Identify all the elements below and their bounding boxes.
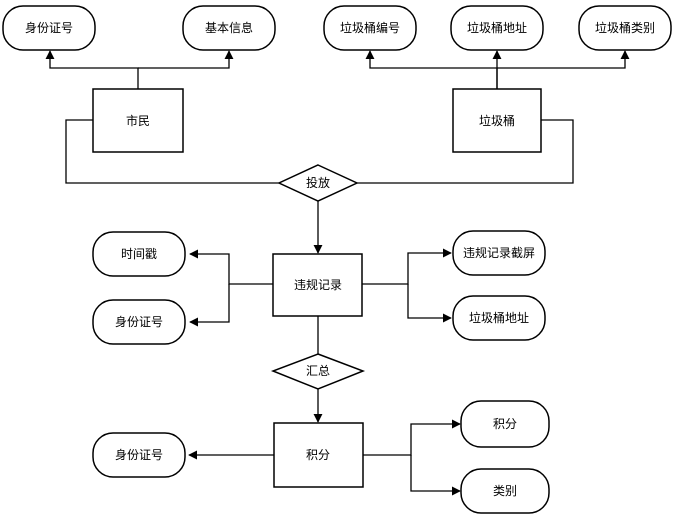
attr-citizen-id-label: 身份证号 bbox=[25, 20, 73, 35]
attr-record-timestamp: 时间戳 bbox=[92, 231, 186, 277]
attr-citizen-basic-info: 基本信息 bbox=[182, 5, 276, 51]
relation-dispose-label: 投放 bbox=[306, 175, 330, 190]
edge-points-category bbox=[410, 455, 461, 496]
connectors bbox=[45, 50, 630, 496]
attr-record-screenshot: 违规记录截屏 bbox=[452, 230, 546, 276]
attr-record-bin-address: 垃圾桶地址 bbox=[452, 295, 546, 341]
attr-bin-number: 垃圾桶编号 bbox=[323, 5, 417, 51]
attr-points-category-label: 类别 bbox=[493, 484, 517, 498]
attr-bin-category-label: 垃圾桶类别 bbox=[595, 20, 655, 35]
edge-citizen-dispose bbox=[65, 119, 279, 184]
edge-record-id bbox=[189, 284, 230, 327]
edge-bin-number bbox=[365, 50, 498, 89]
attr-citizen-id: 身份证号 bbox=[2, 5, 96, 51]
attr-record-id-label: 身份证号 bbox=[115, 314, 163, 329]
attr-points-value-label: 积分 bbox=[493, 417, 517, 431]
attr-bin-category: 垃圾桶类别 bbox=[578, 5, 672, 51]
attr-record-screenshot-label: 违规记录截屏 bbox=[463, 245, 535, 260]
relation-nodes: 投放 汇总 bbox=[270, 164, 366, 390]
edge-citizen-id bbox=[45, 50, 139, 89]
edge-bin-dispose bbox=[357, 119, 574, 184]
entity-trash-bin-label: 垃圾桶 bbox=[479, 113, 515, 128]
entity-nodes: 市民 垃圾桶 违规记录 积分 bbox=[92, 88, 542, 488]
entity-violation-record: 违规记录 bbox=[272, 253, 363, 317]
edge-record-timestamp bbox=[189, 249, 273, 285]
attr-bin-number-label: 垃圾桶编号 bbox=[340, 20, 400, 35]
edge-record-bin-address bbox=[407, 284, 452, 323]
entity-violation-record-label: 违规记录 bbox=[294, 277, 342, 292]
attr-record-bin-address-label: 垃圾桶地址 bbox=[469, 310, 529, 325]
entity-points: 积分 bbox=[273, 422, 364, 488]
attr-points-value: 积分 bbox=[460, 400, 550, 448]
attr-bin-address: 垃圾桶地址 bbox=[450, 5, 544, 51]
attribute-nodes: 身份证号 基本信息 垃圾桶编号 垃圾桶地址 垃圾桶类别 时间戳 身份证号 违 bbox=[2, 5, 672, 514]
attr-record-id: 身份证号 bbox=[92, 299, 186, 345]
entity-points-label: 积分 bbox=[306, 448, 330, 462]
relation-aggregate: 汇总 bbox=[270, 353, 366, 390]
edge-citizen-basic-info bbox=[138, 50, 234, 69]
attr-citizen-basic-info-label: 基本信息 bbox=[205, 20, 253, 35]
attr-record-timestamp-label: 时间戳 bbox=[121, 247, 157, 261]
entity-trash-bin: 垃圾桶 bbox=[452, 88, 542, 153]
entity-citizen: 市民 bbox=[92, 88, 184, 153]
edge-points-value bbox=[363, 419, 461, 456]
relation-aggregate-label: 汇总 bbox=[306, 364, 330, 378]
attr-points-id: 身份证号 bbox=[92, 432, 186, 478]
attr-bin-address-label: 垃圾桶地址 bbox=[467, 20, 527, 35]
entity-citizen-label: 市民 bbox=[126, 113, 150, 128]
relation-dispose: 投放 bbox=[277, 164, 359, 202]
attr-points-category: 类别 bbox=[460, 468, 550, 514]
attr-points-id-label: 身份证号 bbox=[115, 447, 163, 462]
edge-bin-category bbox=[497, 50, 630, 69]
edge-record-screenshot bbox=[362, 248, 452, 285]
